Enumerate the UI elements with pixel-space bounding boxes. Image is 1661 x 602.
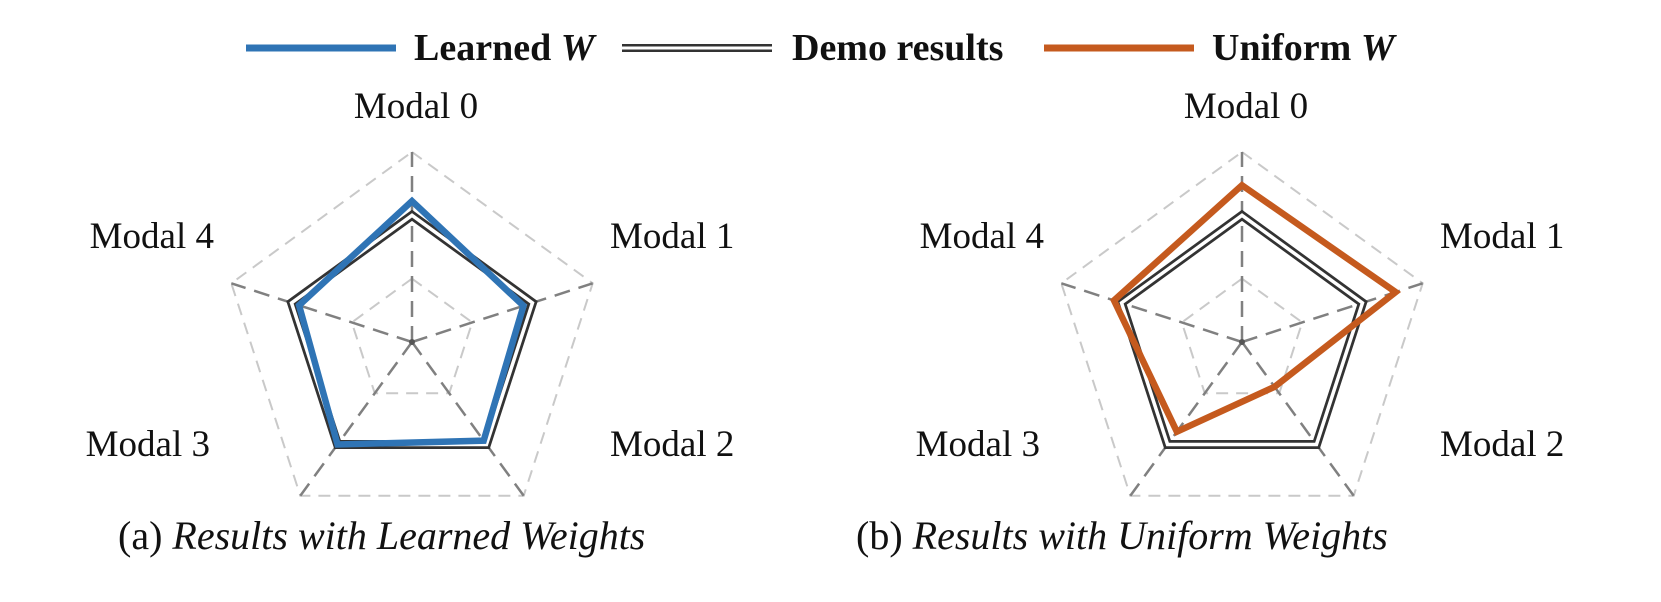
legend-label-learned: Learned W xyxy=(414,27,595,69)
legend-item-uniform: Uniform W xyxy=(1044,18,1395,78)
axis-label: Modal 0 xyxy=(1184,86,1308,127)
grid-ring xyxy=(1060,150,1424,497)
legend-swatch-uniform xyxy=(1044,44,1194,52)
axis-spoke xyxy=(299,341,414,497)
axis-spoke xyxy=(1129,341,1244,497)
legend: Learned W Demo results Uniform W xyxy=(0,18,1661,78)
grid-ring xyxy=(1180,277,1304,395)
caption-a: (a) Results with Learned Weights xyxy=(118,513,646,558)
axis-label: Modal 0 xyxy=(354,86,478,127)
legend-swatch-demo xyxy=(622,44,772,52)
series-uniform-w xyxy=(1110,181,1402,436)
series-demo-results xyxy=(1116,209,1368,449)
axis-spoke xyxy=(230,282,413,344)
series-line xyxy=(1110,181,1402,436)
center-dot xyxy=(1239,339,1245,345)
axis-label: Modal 2 xyxy=(1440,424,1564,465)
axis-label: Modal 1 xyxy=(1440,216,1564,257)
grid-ring xyxy=(230,150,594,497)
legend-item-demo: Demo results xyxy=(622,18,1003,78)
axis-label: Modal 4 xyxy=(920,216,1044,257)
axis-spoke xyxy=(1060,282,1243,344)
axis-spoke xyxy=(1240,341,1355,497)
legend-item-learned: Learned W xyxy=(246,18,595,78)
legend-swatch-learned xyxy=(246,44,396,52)
axis-label: Modal 1 xyxy=(610,216,734,257)
legend-label-uniform: Uniform W xyxy=(1212,27,1395,69)
axis-label: Modal 3 xyxy=(86,424,210,465)
axis-label: Modal 2 xyxy=(610,424,734,465)
axis-spoke xyxy=(411,282,594,344)
radar-chart-b: Modal 0 Modal 1 Modal 2 Modal 3 Modal 4 xyxy=(916,86,1564,497)
caption-b: (b) Results with Uniform Weights xyxy=(856,513,1388,558)
axis-label: Modal 3 xyxy=(916,424,1040,465)
series-learned-w xyxy=(295,196,528,448)
axis-label: Modal 4 xyxy=(90,216,214,257)
axis-spoke xyxy=(410,341,525,497)
radar-chart-a: Modal 0 Modal 1 Modal 2 Modal 3 Modal 4 xyxy=(86,86,734,497)
grid-ring xyxy=(350,277,474,395)
center-dot xyxy=(409,339,415,345)
legend-label-demo: Demo results xyxy=(792,27,1004,69)
series-line xyxy=(295,196,528,448)
series-line-inner xyxy=(1119,213,1365,447)
